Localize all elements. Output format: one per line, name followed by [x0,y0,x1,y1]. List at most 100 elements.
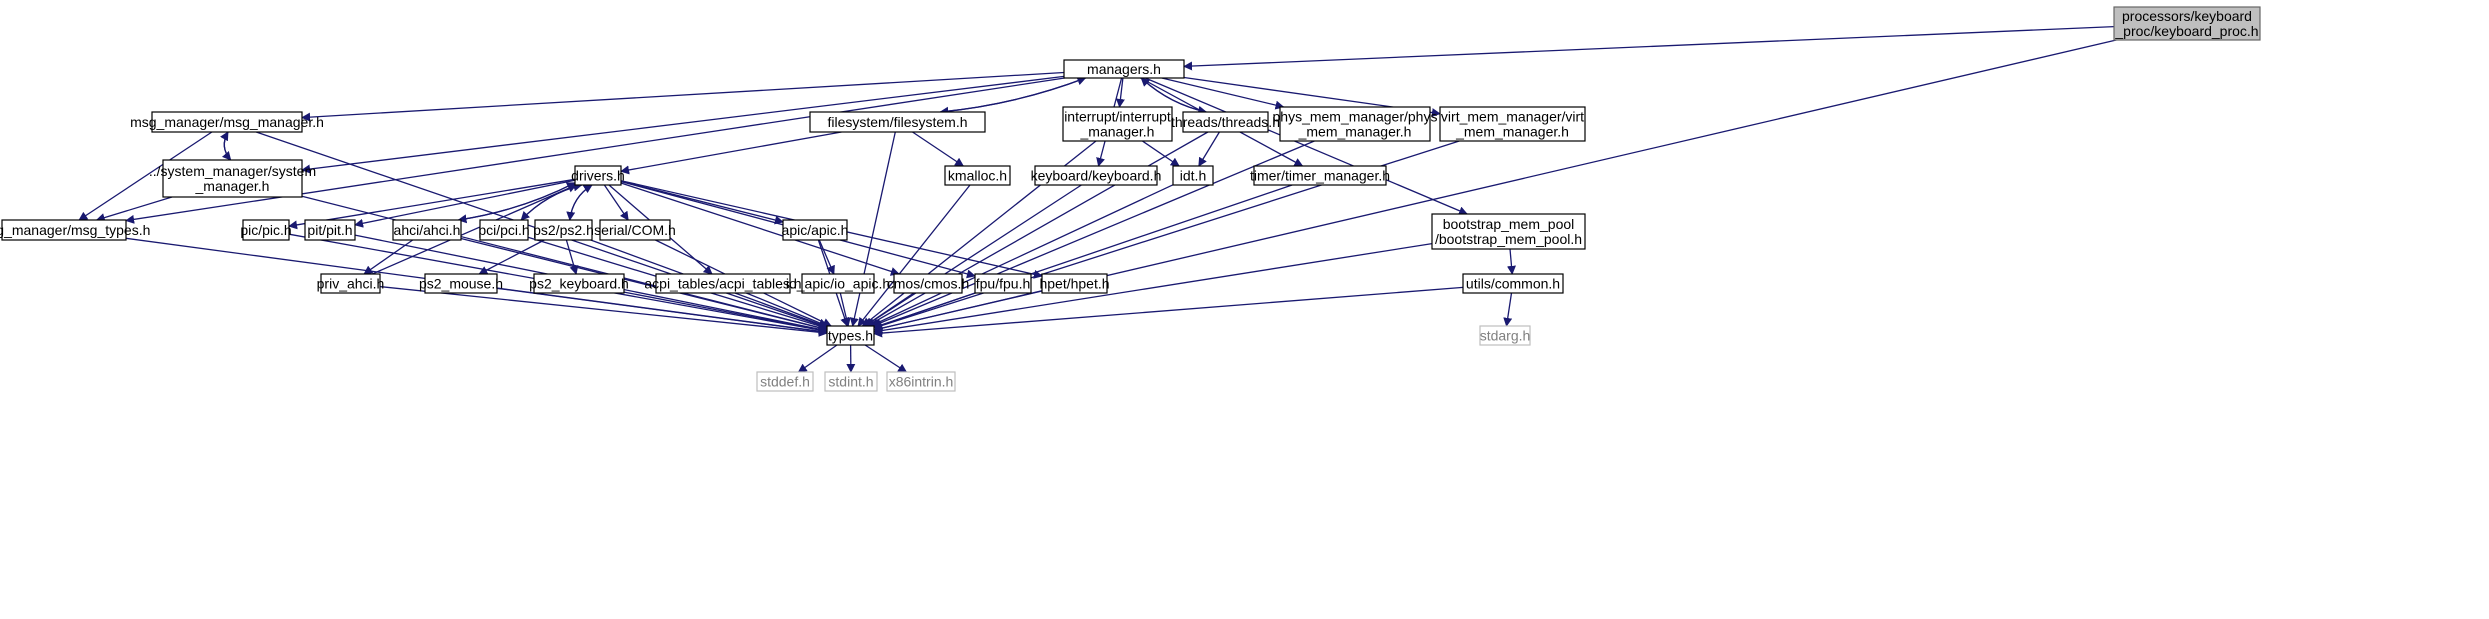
edge-bootstrap-to-types [873,242,1433,335]
node-box-kmalloc [944,165,1011,186]
edge-ahci-to-privahci [363,239,414,275]
node-box-privahci [320,273,381,294]
node-intr[interactable]: interrupt/interrupt_manager.h [1062,106,1173,142]
node-label-stdint-0: stdint.h [828,374,873,390]
node-label-managers-0: managers.h [1087,61,1161,77]
node-label-ps2mouse-0: ps2_mouse.h [419,276,503,292]
node-box-ahci [392,219,462,241]
edge-kbd-to-types [864,184,1082,327]
edge-sysmgr-to-msgtypes [95,196,173,222]
edge-msgmgr-to-msgtypes [78,131,213,221]
edge-fs-to-drivers [620,131,842,175]
node-label-kbd-0: keyboard/keyboard.h [1031,168,1162,184]
node-managers[interactable]: managers.h [1063,59,1185,79]
edge-acpi-to-types [746,292,829,328]
edge-drivers-to-ps2 [566,184,593,221]
node-root[interactable]: processors/keyboard_proc/keyboard_proc.h [2113,6,2261,41]
node-label-pci-0: pci/pci.h [478,222,529,238]
node-pic[interactable]: pic/pic.h [240,219,292,241]
edge-threads-to-idt [1198,131,1220,167]
edge-managers-to-intr [1115,77,1125,108]
node-idt[interactable]: idt.h [1172,165,1214,186]
node-stddef: stddef.h [756,371,814,392]
node-box-kbd [1034,165,1158,186]
node-threads[interactable]: threads/threads.h [1171,111,1280,133]
node-box-phys [1279,106,1431,142]
node-msgtypes[interactable]: msg_manager/msg_types.h [0,219,150,241]
edge-apic-to-ioapic [818,239,835,275]
node-timer[interactable]: timer/timer_manager.h [1250,165,1390,186]
node-label-msgtypes-0: msg_manager/msg_types.h [0,222,150,238]
node-label-acpi-0: acpi_tables/acpi_tables.h [644,276,801,292]
node-box-stddef [756,371,814,392]
node-label-types-0: types.h [828,328,873,344]
node-hpet[interactable]: hpet/hpet.h [1039,273,1110,294]
node-virt[interactable]: virt_mem_manager/virt_mem_manager.h [1439,106,1586,142]
node-label-timer-0: timer/timer_manager.h [1250,168,1390,184]
node-box-intr [1062,106,1173,142]
node-box-fs [809,111,986,133]
node-label-intr-0: interrupt/interrupt [1064,109,1171,125]
node-label-ps2kbd-0: ps2_keyboard.h [529,276,629,292]
edge-managers-to-phys [1161,77,1285,110]
node-types[interactable]: types.h [826,325,875,346]
node-label-bootstrap-0: bootstrap_mem_pool [1443,216,1575,232]
node-kmalloc[interactable]: kmalloc.h [944,165,1011,186]
edge-fs-to-managers [940,76,1087,113]
node-acpi[interactable]: acpi_tables/acpi_tables.h [644,273,802,294]
edge-ioapic-to-types [839,292,851,327]
node-pit[interactable]: pit/pit.h [304,219,356,241]
node-ps2kbd[interactable]: ps2_keyboard.h [529,273,629,294]
edge-ahci-to-drivers [458,182,576,221]
node-label-stdarg-0: stdarg.h [1480,328,1531,344]
edge-types-to-x86 [864,344,908,373]
node-kbd[interactable]: keyboard/keyboard.h [1031,165,1162,186]
node-box-root [2113,6,2261,41]
node-ioapic[interactable]: io_apic/io_apic.h [786,273,890,294]
node-label-root-0: processors/keyboard [2122,8,2252,24]
node-sysmgr[interactable]: ../system_manager/system_manager.h [149,159,316,198]
edge-ps2kbd-to-types [623,291,828,334]
node-box-types [826,325,875,346]
edge-sysmgr-to-msgmgr [220,131,232,161]
edge-ps2-to-drivers [569,184,593,221]
node-box-ps2 [534,219,593,241]
node-phys[interactable]: phys_mem_manager/phys_mem_manager.h [1273,106,1438,142]
node-label-stddef-0: stddef.h [760,374,810,390]
node-pci[interactable]: pci/pci.h [478,219,530,241]
node-msgmgr[interactable]: msg_manager/msg_manager.h [130,111,324,133]
node-box-acpi [655,273,791,294]
edge-cmos-to-types [863,292,915,327]
edge-idt-to-types [869,184,1174,327]
node-fpu[interactable]: fpu/fpu.h [974,273,1032,294]
edge-fs-to-kmalloc [912,131,965,167]
node-label-serial-0: serial/COM.h [594,222,676,238]
node-box-x86 [886,371,956,392]
node-box-sysmgr [162,159,303,198]
node-box-hpet [1041,273,1108,294]
node-ahci[interactable]: ahci/ahci.h [392,219,462,241]
node-apic[interactable]: apic/apic.h [782,219,849,241]
node-label-hpet-0: hpet/hpet.h [1039,276,1109,292]
node-utils[interactable]: utils/common.h [1462,273,1564,294]
node-box-bootstrap [1431,213,1586,250]
node-serial[interactable]: serial/COM.h [594,219,676,241]
edge-intr-to-idt [1142,140,1180,167]
node-privahci[interactable]: priv_ahci.h [317,273,385,294]
node-label-sysmgr-0: ../system_manager/system [149,163,316,179]
node-fs[interactable]: filesystem/filesystem.h [809,111,986,133]
node-bootstrap[interactable]: bootstrap_mem_pool/bootstrap_mem_pool.h [1431,213,1586,250]
node-label-utils-0: utils/common.h [1466,276,1560,292]
node-cmos[interactable]: cmos/cmos.h [887,273,969,294]
node-ps2[interactable]: ps2/ps2.h [533,219,594,241]
node-box-pit [304,219,356,241]
edge-intr-to-types [861,140,1097,327]
node-label-threads-0: threads/threads.h [1171,114,1280,130]
edge-hpet-to-types [873,290,1043,333]
node-label-pit-0: pit/pit.h [307,222,352,238]
node-drivers[interactable]: drivers.h [571,165,625,186]
edge-threads-to-types [866,131,1209,327]
node-ps2mouse[interactable]: ps2_mouse.h [419,273,503,294]
edge-managers-to-bootstrap [1145,77,1468,215]
node-stdarg: stdarg.h [1479,325,1531,346]
